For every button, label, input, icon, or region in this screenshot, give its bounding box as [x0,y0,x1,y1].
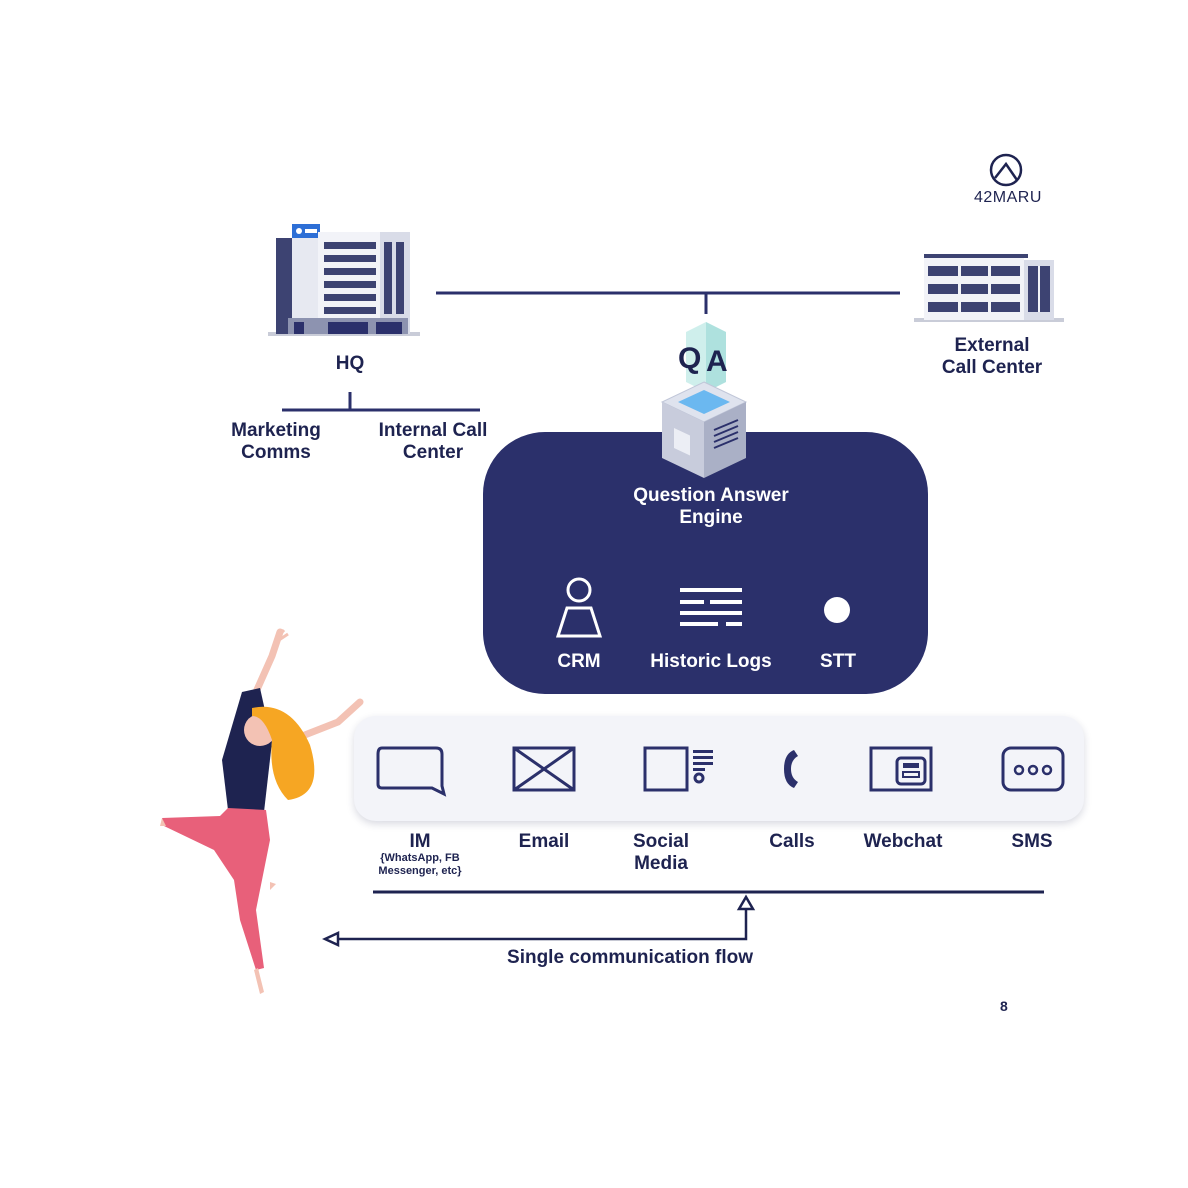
crm-person-icon [555,577,603,638]
channel-label-sms: SMS [1011,831,1053,852]
hq-label: HQ [335,353,365,374]
crm-label: CRM [557,651,601,672]
external-call-center-building-icon [914,254,1064,322]
envelope-icon [512,746,576,792]
channel-label-calls: Calls [769,831,815,852]
historic-logs-label: Historic Logs [650,651,772,672]
qa-hologram-icon [686,322,726,392]
channel-label-email: Email [518,831,570,852]
channel-label-im: IM [409,831,431,852]
stt-label: STT [820,651,856,672]
chat-bubble-icon [376,746,447,797]
phone-icon [784,750,798,788]
qa-letter-a: A [706,345,728,378]
flow-label: Single communication flow [507,947,753,968]
qa-letter-q: Q [678,342,702,375]
social-media-icon [643,746,713,792]
logo-text: 42MARU [974,189,1042,206]
webchat-icon [869,746,933,792]
historic-logs-icon [680,588,742,626]
page-number: 8 [1000,998,1008,1014]
dancing-woman-illustration [160,628,364,994]
stt-dot-icon [824,597,850,623]
hq-building-icon [268,224,420,336]
42maru-logo-icon [989,153,1023,187]
server-cube-icon [660,381,748,478]
channel-label-webchat: Webchat [863,831,943,852]
sms-icon [1001,746,1065,792]
channel-bar [354,716,1084,821]
